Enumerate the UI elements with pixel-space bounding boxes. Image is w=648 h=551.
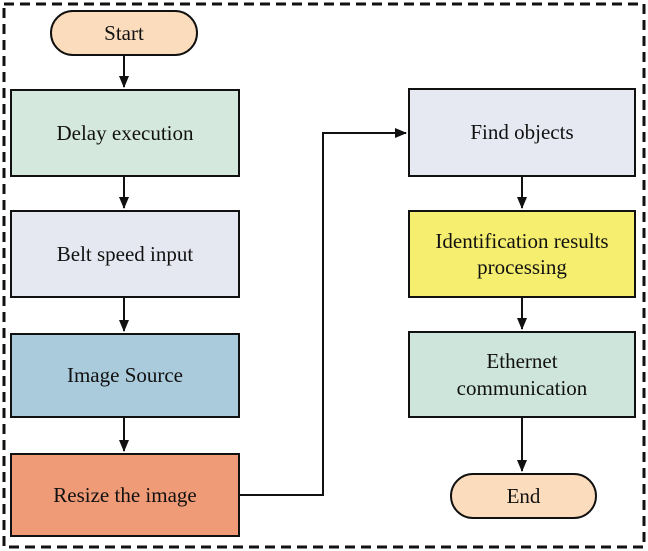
node-resize-the-image: Resize the image — [10, 453, 240, 537]
arrow-resize-to-find-objects — [240, 128, 407, 496]
node-start-label: Start — [104, 20, 144, 45]
node-find-objects-label: Find objects — [470, 120, 574, 145]
node-start: Start — [50, 10, 198, 56]
node-end-label: End — [506, 483, 541, 508]
node-find-objects: Find objects — [408, 88, 636, 177]
node-ethernet-communication: Ethernet communication — [408, 331, 636, 418]
node-resize-the-image-label: Resize the image — [53, 482, 197, 507]
node-delay-execution-label: Delay execution — [56, 120, 194, 145]
node-end: End — [450, 473, 597, 519]
node-image-source: Image Source — [10, 333, 240, 418]
node-belt-speed-input-label: Belt speed input — [56, 241, 194, 266]
node-identification-label-line1: Identification results — [435, 228, 609, 253]
node-belt-speed-input: Belt speed input — [10, 210, 240, 298]
node-image-source-label: Image Source — [66, 363, 184, 388]
node-ethernet-label-line1: Ethernet — [486, 349, 558, 374]
node-identification-results-processing: Identification results processing — [408, 210, 636, 298]
node-delay-execution: Delay execution — [10, 89, 240, 177]
node-identification-label-line2: processing — [477, 255, 567, 279]
node-ethernet-label-line2: communication — [456, 375, 588, 400]
